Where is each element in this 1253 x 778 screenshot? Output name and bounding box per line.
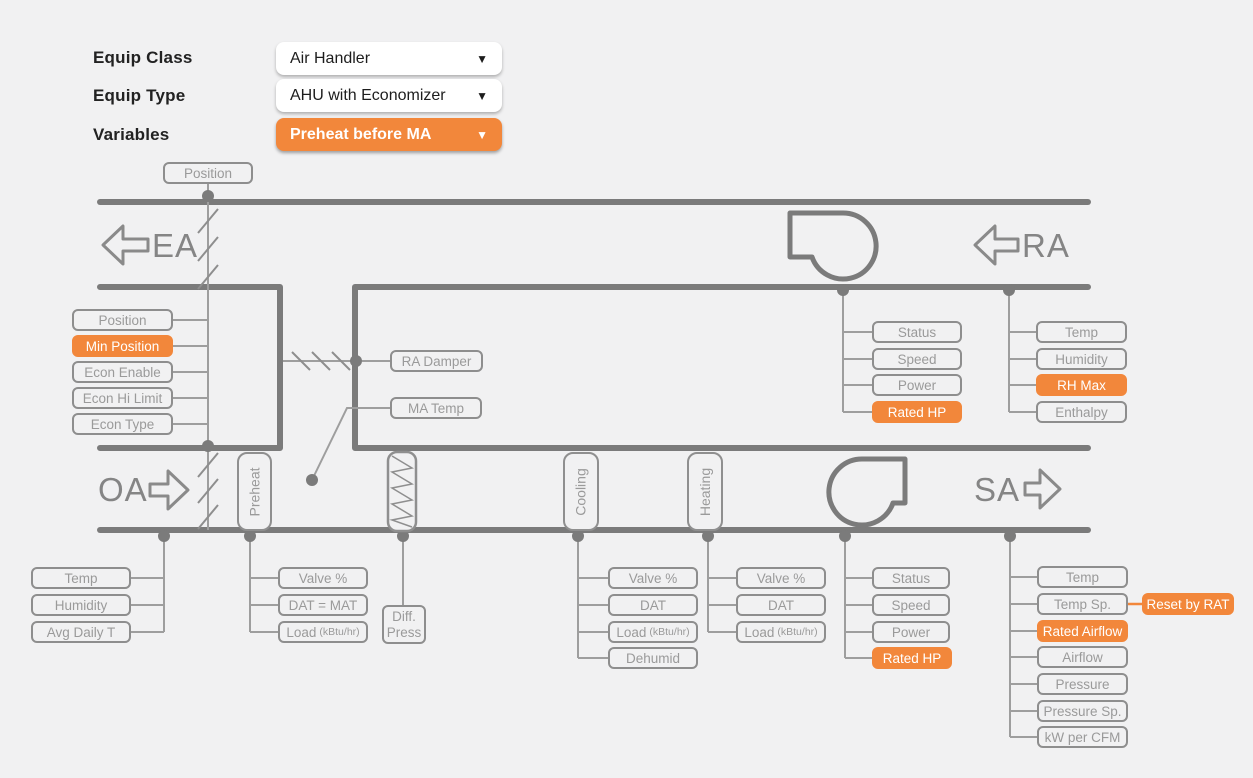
load-text: Load: [616, 624, 647, 640]
oa-arrow-icon: [148, 469, 190, 511]
tag-supply-fan-rated-hp[interactable]: Rated HP: [872, 647, 952, 669]
tag-ea-damper-position[interactable]: Position: [163, 162, 253, 184]
chevron-down-icon: ▼: [476, 88, 488, 103]
equip-class-value: Air Handler: [290, 49, 371, 67]
tag-return-fan-rated-hp[interactable]: Rated HP: [872, 401, 962, 423]
ra-arrow-icon: [973, 224, 1020, 266]
tag-position[interactable]: Position: [72, 309, 173, 331]
tag-kw-per-cfm[interactable]: kW per CFM: [1037, 726, 1128, 748]
tag-airflow[interactable]: Airflow: [1037, 646, 1128, 668]
equip-class-label: Equip Class: [93, 48, 193, 67]
equip-type-label: Equip Type: [93, 86, 186, 105]
tag-ra-humidity[interactable]: Humidity: [1036, 348, 1127, 370]
ra-stream-label: RA: [1022, 227, 1070, 264]
tag-oa-temp[interactable]: Temp: [31, 567, 131, 589]
equip-type-dropdown[interactable]: AHU with Economizer ▼: [276, 79, 502, 112]
tag-heating-load[interactable]: Load(kBtu/hr): [736, 621, 826, 643]
tag-ma-temp[interactable]: MA Temp: [390, 397, 482, 419]
fan-icons: [787, 210, 908, 528]
tag-preheat-valve[interactable]: Valve %: [278, 567, 368, 589]
tag-rated-airflow[interactable]: Rated Airflow: [1037, 620, 1128, 642]
junction-dots: [158, 190, 1016, 542]
flow-arrows: [101, 224, 1062, 511]
tag-preheat-dat-mat[interactable]: DAT = MAT: [278, 594, 368, 616]
heating-coil-label: Heating: [697, 467, 714, 516]
equip-class-dropdown[interactable]: Air Handler ▼: [276, 42, 502, 75]
tag-supply-fan-speed[interactable]: Speed: [872, 594, 950, 616]
damper-icon: [197, 208, 351, 530]
tag-sa-temp[interactable]: Temp: [1037, 566, 1128, 588]
chevron-down-icon: ▼: [476, 51, 488, 66]
sa-stream-label: SA: [974, 471, 1021, 508]
oa-stream-label: OA: [98, 471, 148, 508]
tag-cooling-dat[interactable]: DAT: [608, 594, 698, 616]
tag-ra-damper[interactable]: RA Damper: [390, 350, 483, 372]
filter-icon: [386, 450, 418, 533]
cooling-coil-label: Cooling: [573, 467, 590, 516]
tag-enthalpy[interactable]: Enthalpy: [1036, 401, 1127, 423]
tag-pressure[interactable]: Pressure: [1037, 673, 1128, 695]
connector-lines: [131, 183, 1037, 738]
equip-type-value: AHU with Economizer: [290, 86, 446, 104]
tag-reset-by-rat[interactable]: Reset by RAT: [1142, 593, 1234, 615]
load-text: Load: [286, 624, 317, 640]
preheat-coil: Preheat: [237, 452, 272, 531]
tag-econ-hi-limit[interactable]: Econ Hi Limit: [72, 387, 173, 409]
heating-coil: Heating: [687, 452, 723, 531]
sa-arrow-icon: [1023, 468, 1062, 510]
tag-cooling-valve[interactable]: Valve %: [608, 567, 698, 589]
tag-sa-temp-sp[interactable]: Temp Sp.: [1037, 593, 1128, 615]
load-unit: (kBtu/hr): [649, 626, 690, 638]
tag-diff-press[interactable]: Diff. Press: [382, 605, 426, 644]
tag-return-fan-status[interactable]: Status: [872, 321, 962, 343]
ea-stream-label: EA: [152, 227, 199, 264]
tag-supply-fan-power[interactable]: Power: [872, 621, 950, 643]
tag-avg-daily-t[interactable]: Avg Daily T: [31, 621, 131, 643]
diff-press-line2: Press: [386, 624, 422, 640]
tag-return-fan-speed[interactable]: Speed: [872, 348, 962, 370]
tag-supply-fan-status[interactable]: Status: [872, 567, 950, 589]
diff-press-line1: Diff.: [392, 608, 416, 624]
tag-heating-valve[interactable]: Valve %: [736, 567, 826, 589]
tag-econ-enable[interactable]: Econ Enable: [72, 361, 173, 383]
tag-min-position[interactable]: Min Position: [72, 335, 173, 357]
cooling-coil: Cooling: [563, 452, 599, 531]
tag-dehumid[interactable]: Dehumid: [608, 647, 698, 669]
tag-preheat-load[interactable]: Load(kBtu/hr): [278, 621, 368, 643]
load-text: Load: [744, 624, 775, 640]
tag-rh-max[interactable]: RH Max: [1036, 374, 1127, 396]
tag-pressure-sp[interactable]: Pressure Sp.: [1037, 700, 1128, 722]
load-unit: (kBtu/hr): [777, 626, 818, 638]
tag-return-fan-power[interactable]: Power: [872, 374, 962, 396]
preheat-coil-label: Preheat: [246, 466, 263, 517]
return-fan-icon: [787, 210, 879, 282]
variables-value: Preheat before MA: [290, 125, 432, 143]
variables-dropdown[interactable]: Preheat before MA ▼: [276, 118, 502, 151]
chevron-down-icon: ▼: [476, 127, 488, 142]
tag-econ-type[interactable]: Econ Type: [72, 413, 173, 435]
ea-arrow-icon: [101, 224, 150, 266]
tag-heating-dat[interactable]: DAT: [736, 594, 826, 616]
supply-fan-icon: [826, 456, 908, 528]
tag-ra-temp[interactable]: Temp: [1036, 321, 1127, 343]
tag-oa-humidity[interactable]: Humidity: [31, 594, 131, 616]
tag-cooling-load[interactable]: Load(kBtu/hr): [608, 621, 698, 643]
load-unit: (kBtu/hr): [319, 626, 360, 638]
variables-label: Variables: [93, 125, 170, 144]
